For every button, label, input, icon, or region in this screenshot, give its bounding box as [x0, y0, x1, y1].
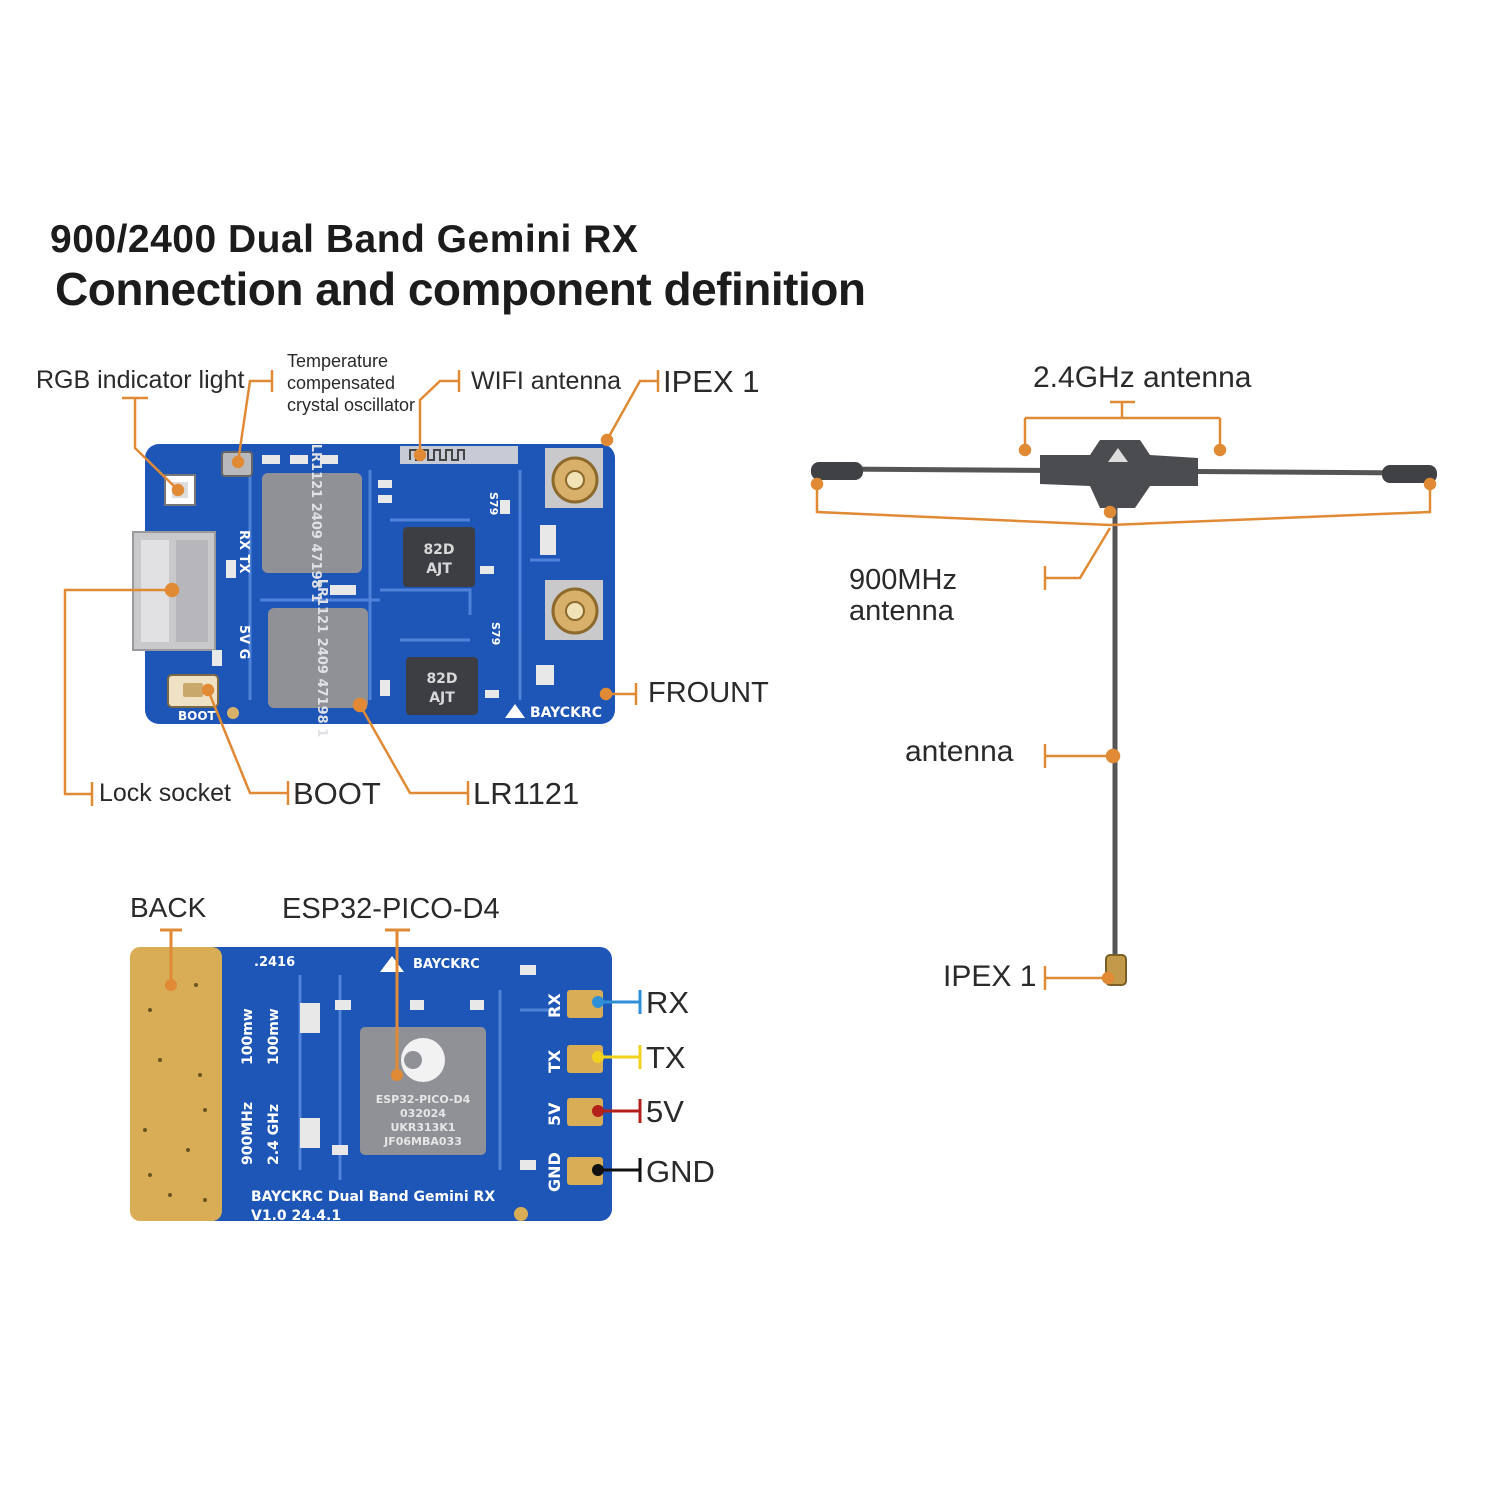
svg-text:JF06MBA033: JF06MBA033: [383, 1135, 462, 1148]
label-wifi-antenna: WIFI antenna: [471, 367, 622, 395]
label-back: BACK: [130, 892, 207, 923]
svg-text:032024: 032024: [400, 1107, 446, 1120]
front-callouts: [63, 370, 660, 806]
silk-pad-5v: 5V: [545, 1102, 564, 1126]
silk-freq2: 2.4 GHz: [266, 1104, 282, 1165]
svg-text:AJT: AJT: [426, 561, 452, 577]
label-5v: 5V: [646, 1094, 684, 1129]
pad-rx: [567, 990, 603, 1018]
esp32-chip: ESP32-PICO-D4 032024 UKR313K1 JF06MBA033: [360, 1027, 486, 1155]
label-ipex-antenna: IPEX 1: [943, 960, 1037, 993]
label-gnd: GND: [646, 1154, 715, 1189]
silk-rx-tx: RX TX: [236, 530, 251, 573]
page-title: 900/2400 Dual Band Gemini RX: [50, 218, 639, 261]
rgb-led: [164, 474, 196, 506]
lr1121-chip-top: LR1121 2409 47198 1: [262, 444, 362, 603]
silk-boot: BOOT: [178, 709, 217, 723]
label-antenna: antenna: [905, 735, 1014, 768]
antenna-assembly: [811, 440, 1437, 986]
svg-text:LR1121 2409 47198 1: LR1121 2409 47198 1: [308, 444, 323, 603]
label-tcxo: Temperature compensated crystal oscillat…: [287, 351, 416, 415]
silk-footer1: BAYCKRC Dual Band Gemini RX: [251, 1189, 495, 1205]
silk-mw1: 100mw: [240, 1008, 256, 1065]
antenna-callouts: [810, 400, 1437, 990]
label-2-4ghz-antenna: 2.4GHz antenna: [1033, 361, 1252, 394]
svg-text:82D: 82D: [423, 542, 454, 558]
antenna-tip-right: [1382, 465, 1437, 483]
svg-text:ESP32-PICO-D4: ESP32-PICO-D4: [376, 1093, 471, 1106]
rf-chip-top: 82D AJT: [403, 527, 475, 587]
silk-freq1: 900MHz: [240, 1102, 256, 1165]
antenna-tip-left: [811, 462, 863, 480]
pad-5v: [567, 1098, 603, 1126]
silk-pad-tx: TX: [545, 1049, 564, 1073]
label-rgb-indicator: RGB indicator light: [36, 366, 245, 394]
ipex-connector-top: [545, 448, 603, 508]
lr1121-chip-bottom: LR1121 2409 47198 1: [268, 579, 368, 738]
label-ipex-front: IPEX 1: [663, 364, 760, 399]
silk-brand-front: BAYCKRC: [530, 705, 602, 721]
label-front: FROUNT: [648, 677, 769, 709]
silk-5v: 5V G: [236, 625, 251, 659]
pad-tx: [567, 1045, 603, 1073]
svg-text:LR1121 2409 47198 1: LR1121 2409 47198 1: [314, 579, 329, 738]
svg-text:AJT: AJT: [429, 690, 455, 706]
svg-text:UKR313K1: UKR313K1: [390, 1121, 455, 1134]
silk-brand-back: BAYCKRC: [413, 957, 480, 972]
svg-text:S79: S79: [487, 492, 500, 515]
silk-mw2: 100mw: [266, 1008, 282, 1065]
silk-version-top: .2416: [254, 955, 295, 970]
silk-footer2: V1.0 24.4.1: [251, 1208, 341, 1224]
label-lock-socket: Lock socket: [99, 779, 232, 807]
ipex-connector-bottom: [545, 580, 603, 640]
label-tx: TX: [646, 1040, 686, 1075]
brand-logo-icon: [505, 704, 525, 718]
rf-chip-bottom: 82D AJT: [406, 657, 478, 715]
label-boot: BOOT: [293, 776, 381, 811]
antenna-t-hub: [1040, 440, 1198, 508]
back-callouts: [160, 928, 642, 1182]
gold-shield: [130, 947, 222, 1221]
pad-gnd: [567, 1157, 603, 1185]
silk-pad-rx: RX: [545, 993, 564, 1018]
label-lr1121: LR1121: [473, 776, 580, 811]
label-esp32: ESP32-PICO-D4: [282, 893, 500, 925]
label-rx: RX: [646, 985, 690, 1020]
svg-text:S79: S79: [489, 622, 502, 645]
label-900mhz-antenna: 900MHz antenna: [849, 564, 957, 627]
page-subtitle: Connection and component definition: [55, 263, 866, 315]
svg-text:82D: 82D: [426, 671, 457, 687]
silk-pad-gnd: GND: [545, 1152, 564, 1192]
back-board: ESP32-PICO-D4 032024 UKR313K1 JF06MBA033…: [130, 947, 612, 1224]
